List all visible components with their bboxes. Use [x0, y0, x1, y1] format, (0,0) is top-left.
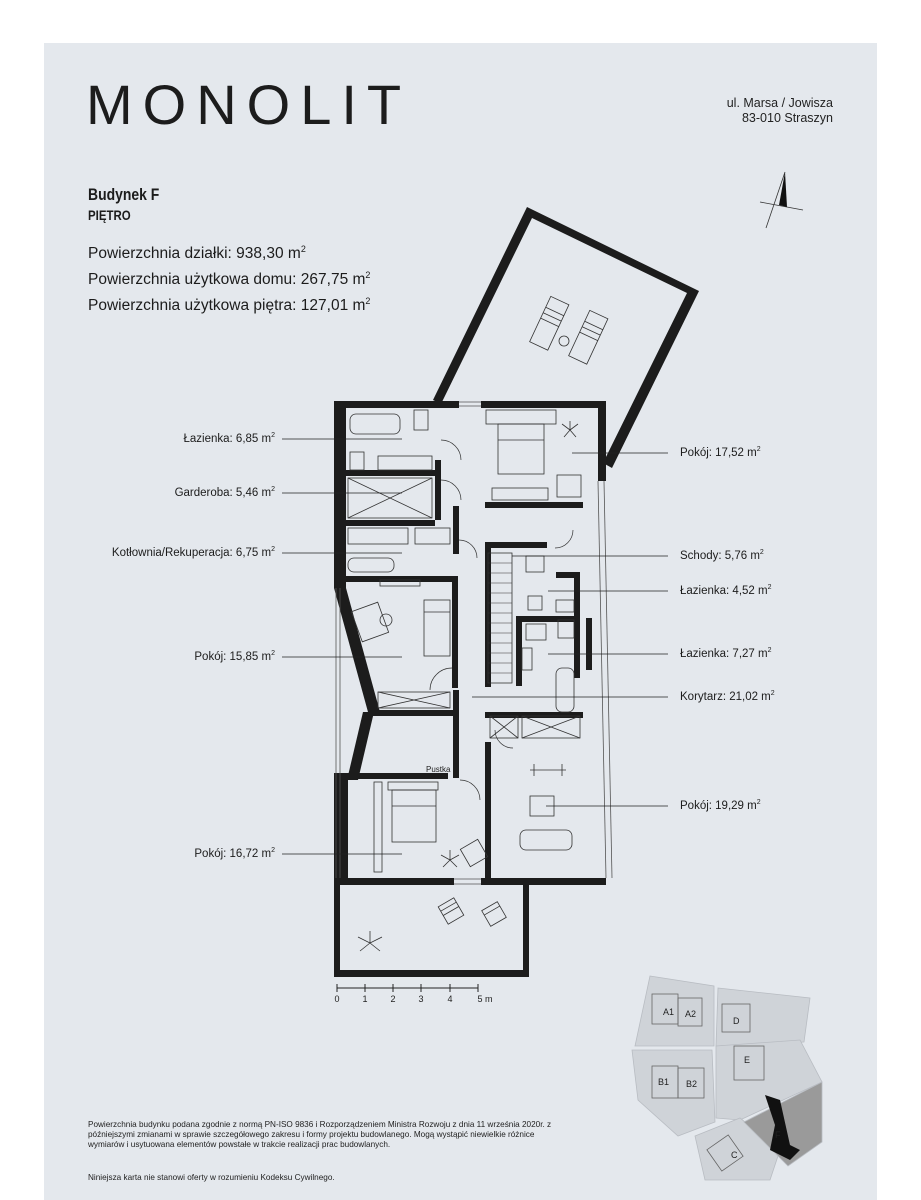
label-wardrobe-text: Garderoba: 5,46 m — [174, 486, 272, 499]
label-room-1585-text: Pokój: 15,85 m — [194, 650, 272, 663]
key-label-b1: B1 — [658, 1077, 669, 1087]
furniture — [347, 409, 582, 873]
key-plan: A1 A2 D E B1 B2 C F — [631, 975, 823, 1181]
label-bathroom-3-text: Łazienka: 7,27 m — [680, 647, 768, 660]
scale-bar: 0 1 2 3 4 5 m — [334, 984, 493, 1004]
label-bathroom-2-text: Łazienka: 4,52 m — [680, 584, 768, 597]
scale-tick-5: 5 m — [477, 994, 492, 1004]
label-leaders — [282, 438, 668, 855]
key-label-e: E — [744, 1055, 750, 1065]
address-street: ul. Marsa / Jowisza — [726, 96, 833, 110]
label-room-1929-text: Pokój: 19,29 m — [680, 799, 757, 812]
label-wardrobe: Garderoba: 5,46 m2 — [175, 486, 275, 499]
unit-sup: 2 — [759, 549, 764, 556]
address: ul. Marsa / Jowisza 83-010 Straszyn — [727, 96, 833, 126]
roof-terrace — [433, 207, 699, 468]
label-room-1752: Pokój: 17,52 m2 — [680, 446, 761, 459]
lower-terrace — [334, 885, 529, 977]
label-corridor: Korytarz: 21,02 m2 — [680, 690, 775, 703]
plot-area: Powierzchnia działki: 938,30 m2 — [88, 244, 306, 263]
label-bathroom-1-text: Łazienka: 6,85 m — [183, 432, 272, 445]
floor-area: Powierzchnia użytkowa piętra: 127,01 m2 — [88, 296, 370, 315]
label-bathroom-3: Łazienka: 7,27 m2 — [680, 647, 772, 660]
north-arrow-icon — [759, 171, 804, 229]
scale-tick-4: 4 — [447, 994, 452, 1004]
scale-tick-3: 3 — [418, 994, 423, 1004]
floor-area-text: Powierzchnia użytkowa piętra: 127,01 m — [88, 297, 366, 315]
label-boiler-room-text: Kotłownia/Rekuperacja: 6,75 m — [111, 546, 272, 559]
label-corridor-text: Korytarz: 21,02 m — [680, 690, 771, 703]
address-postcode: 83-010 Straszyn — [741, 111, 833, 125]
unit-sup: 2 — [767, 584, 772, 591]
scale-tick-2: 2 — [390, 994, 395, 1004]
floor-plan-sheet: MONOLIT ul. Marsa / Jowisza 83-010 Stras… — [44, 43, 877, 1200]
label-room-1752-text: Pokój: 17,52 m — [680, 446, 757, 459]
label-room-1929: Pokój: 19,29 m2 — [680, 799, 761, 812]
key-label-a1: A1 — [663, 1007, 674, 1017]
key-label-d: D — [733, 1016, 740, 1026]
label-room-1672: Pokój: 16,72 m2 — [194, 847, 275, 860]
unit-sup: 2 — [767, 647, 772, 654]
plot-area-unit: 2 — [300, 244, 306, 254]
floor-area-unit: 2 — [365, 296, 371, 306]
footer-note: Powierzchnia budynku podana zgodnie z no… — [88, 1120, 552, 1149]
doors — [429, 439, 574, 801]
label-boiler-room: Kotłownia/Rekuperacja: 6,75 m2 — [112, 546, 275, 559]
void-note: Pustka — [426, 765, 451, 774]
label-stairs: Schody: 5,76 m2 — [680, 549, 764, 562]
key-label-a2: A2 — [685, 1009, 696, 1019]
label-stairs-text: Schody: 5,76 m — [680, 549, 760, 562]
scale-tick-1: 1 — [362, 994, 367, 1004]
house-area-text: Powierzchnia użytkowa domu: 267,75 m — [88, 271, 366, 289]
building-name: Budynek F — [88, 185, 160, 204]
footer-disclaimer: Niniejsza karta nie stanowi oferty w roz… — [88, 1173, 335, 1182]
exterior-walls — [334, 401, 606, 885]
house-area: Powierzchnia użytkowa domu: 267,75 m2 — [88, 270, 370, 289]
key-label-b2: B2 — [686, 1079, 697, 1089]
windows — [335, 401, 613, 885]
label-bathroom-1: Łazienka: 6,85 m2 — [184, 432, 276, 445]
key-label-f: F — [775, 1130, 781, 1140]
unit-sup: 2 — [756, 446, 761, 453]
unit-sup: 2 — [271, 847, 275, 854]
interior-walls — [346, 460, 592, 878]
unit-sup: 2 — [271, 546, 275, 553]
brand-logo: MONOLIT — [86, 73, 412, 136]
label-bathroom-2: Łazienka: 4,52 m2 — [680, 584, 772, 597]
floor-name: PIĘTRO — [88, 207, 131, 223]
unit-sup: 2 — [770, 690, 775, 697]
unit-sup: 2 — [756, 799, 761, 806]
label-room-1585: Pokój: 15,85 m2 — [194, 650, 275, 663]
scale-tick-0: 0 — [334, 994, 339, 1004]
label-room-1672-text: Pokój: 16,72 m — [194, 847, 272, 860]
key-label-c: C — [731, 1150, 738, 1160]
unit-sup: 2 — [271, 486, 275, 493]
unit-sup: 2 — [271, 650, 275, 657]
plot-area-text: Powierzchnia działki: 938,30 m — [88, 245, 301, 263]
house-area-unit: 2 — [365, 270, 371, 280]
unit-sup: 2 — [271, 432, 275, 439]
